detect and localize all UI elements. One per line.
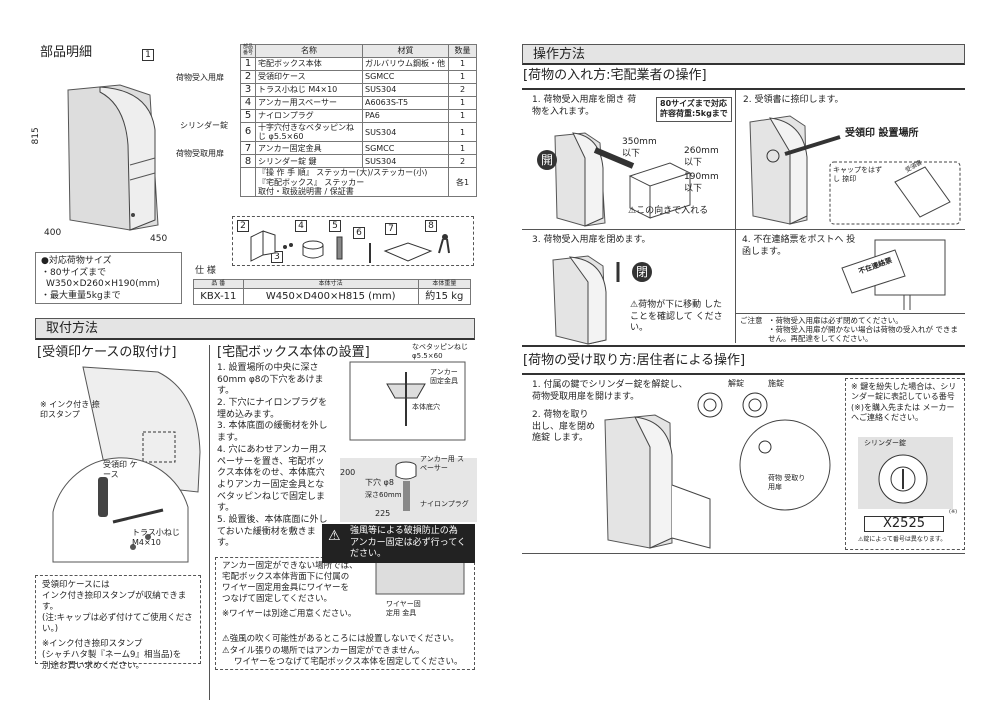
dim-depth: 400 — [44, 228, 62, 238]
key-number: X2525 — [864, 516, 944, 532]
stamp-illustration — [745, 112, 965, 227]
lock-label: 施錠 — [768, 379, 784, 388]
put-step-4: 4. 不在連絡票をポストへ 投函します。 — [742, 235, 856, 257]
mark-note: (※) — [949, 509, 958, 515]
caution-icon: ⚠ — [628, 206, 637, 216]
bracket-label: アンカー 固定金具 — [430, 368, 458, 386]
screw-label: トラス小ねじ M4×10 — [132, 528, 180, 548]
dim-190: 190mm 以下 — [684, 172, 719, 194]
label-pickup-door: 荷物受取用扉 — [176, 149, 224, 158]
cylinder-illustration: シリンダー錠 — [858, 437, 953, 509]
bottom-hole-label: 本体底穴 — [412, 403, 440, 411]
warning-icon: ⚠ — [328, 528, 341, 544]
case-label: 受領印 ケース — [103, 460, 138, 480]
open-badge: 開 — [537, 150, 557, 170]
spec-title: 仕 様 — [195, 266, 216, 276]
put-step-3: 3. 荷物受入用扉を閉めます。 — [532, 235, 651, 245]
anchor-warning: ⚠ 強風等による破損防止の為アンカー固定は必ず行ってください。 — [322, 524, 475, 564]
depth-label: 深さ60mm — [365, 491, 402, 499]
mailbox-illustration — [840, 238, 950, 310]
install-diagram — [340, 362, 477, 522]
unlock-label: 解錠 — [728, 379, 744, 388]
dim-350: 350mm 以下 — [622, 137, 657, 159]
part-number-3: 3 — [271, 251, 283, 263]
caution-icon: ⚠ — [222, 634, 230, 644]
parts-icons — [233, 217, 475, 267]
dim-height: 815 — [30, 127, 41, 145]
install-steps: 1. 設置場所の中央に深さ60mm φ8の下穴をあけます。2. 下穴にナイロンプ… — [217, 363, 328, 549]
put-step-2: 2. 受領書に捺印します。 — [743, 95, 844, 105]
orientation-note: ⚠この向きで入れる — [628, 206, 709, 216]
part-number-2: 2 — [237, 220, 249, 232]
wire-note: アンカー固定ができない場所では、宅配ボックス本体背面下に付属のワイヤー固定用金具… — [215, 557, 475, 670]
wire-illustration — [374, 558, 469, 598]
caution-icon: ⚠ — [630, 300, 639, 310]
label-receive-door: 荷物受入用扉 — [176, 73, 224, 82]
put-step-1: 1. 荷物受入用扉を開き 荷物を入れます。 — [532, 95, 637, 117]
part-number-4: 4 — [295, 220, 307, 232]
case-title: [受領印ケースの取付け] — [37, 345, 177, 360]
label-cylinder: シリンダー錠 — [180, 121, 228, 130]
wire-bracket-label: ワイヤー固定用 金具 — [386, 600, 421, 618]
put-title: [荷物の入れ方:宅配業者の操作] — [523, 68, 707, 83]
part-number-7: 7 — [385, 223, 397, 235]
box-close-illustration — [548, 252, 638, 342]
cap-label: キャップをはずし 捺印 — [833, 166, 882, 184]
plug-label: ナイロンプラグ — [420, 500, 469, 508]
part-number-8: 8 — [425, 220, 437, 232]
spacer-label: アンカー用 スペーサー — [420, 455, 464, 473]
parts-title: 部品明細 — [40, 45, 93, 60]
move-down-note: ⚠荷物が下に移動 したことを確認して ください。 — [630, 300, 723, 334]
put-cautions: ・荷物受入用扉は必ず閉めてください。・荷物受入用扉が開かない場合は荷物の受入れが… — [768, 316, 958, 343]
take-step-1: 1. 付属の鍵でシリンダー錠を解錠し、荷物受取用扉を開けます。 — [532, 380, 688, 402]
box-open-illustration — [545, 128, 725, 228]
pickup-door-label: 荷物 受取り用扉 — [768, 474, 806, 492]
caution-icon: ⚠ — [222, 646, 230, 656]
part-number-1: 1 — [142, 49, 154, 61]
size-limit-box: 80サイズまで対応許容荷重:5kgまで — [656, 97, 732, 122]
body-install-title: [宅配ボックス本体の設置] — [217, 345, 370, 360]
key-number-note: ⚠錠によって番号は異なります。 — [858, 536, 947, 543]
take-title: [荷物の受け取り方:居住者による操作] — [523, 353, 746, 368]
part-number-6: 6 — [353, 227, 365, 239]
case-illustration — [38, 362, 206, 562]
dim-width: 450 — [150, 234, 168, 244]
box-illustration — [60, 70, 180, 235]
caution-icon: ⚠ — [858, 536, 864, 543]
take-illustration — [600, 385, 845, 550]
install-header: 取付方法 — [35, 318, 475, 340]
take-step-2: 2. 荷物を取り出し、扉を閉め施錠 します。 — [532, 410, 596, 444]
case-note: 受領印ケースにはインク付き捺印スタンプが収納できます。(注:キャップは必ず付けて… — [35, 575, 201, 671]
dim-225: 225 — [375, 509, 391, 518]
stamp-place-label: 受領印 設置場所 — [845, 128, 919, 139]
parts-drawing-box: 2 3 4 5 6 7 8 — [232, 216, 474, 266]
divider — [209, 345, 210, 700]
ops-header: 操作方法 — [522, 44, 965, 65]
close-badge: 閉 — [632, 262, 652, 282]
caution-label: ご注意 — [740, 316, 763, 325]
screw-spec: なベタッピンねじ φ5.5×60 — [412, 343, 468, 361]
dim-200: 200 — [340, 468, 356, 477]
dim-260: 260mm 以下 — [684, 146, 719, 168]
stamp-label: ※ インク付き 捺印スタンプ — [40, 400, 100, 420]
pilot-hole-label: 下穴 φ8 — [365, 478, 394, 487]
part-number-5: 5 — [329, 220, 341, 232]
lost-key-box: ※ 鍵を紛失した場合は、シリンダー錠に表記している番号(※)を購入先または メー… — [845, 378, 965, 550]
